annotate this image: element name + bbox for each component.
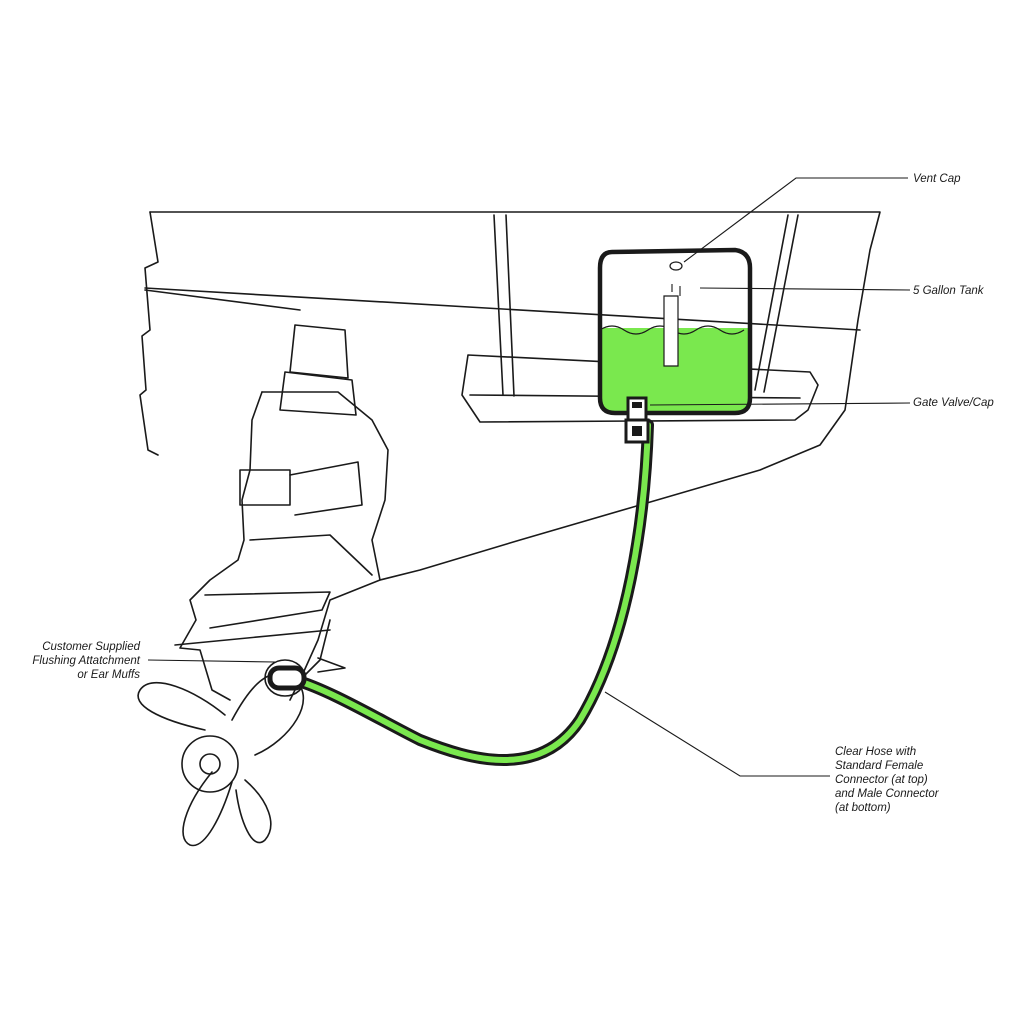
- label-hose-line-5: (at bottom): [835, 802, 891, 814]
- label-tank: 5 Gallon Tank: [913, 285, 984, 297]
- label-hose-line-3: Connector (at top): [835, 774, 928, 786]
- boat-hull: [139, 211, 881, 581]
- label-vent-cap: Vent Cap: [913, 173, 961, 185]
- label-hose-line-1: Clear Hose with: [835, 746, 917, 758]
- propeller: [137, 672, 305, 847]
- label-flushing-attachment: Customer Supplied Flushing Attatchment o…: [10, 640, 140, 682]
- flushing-attachment: [267, 665, 307, 691]
- label-hose-line-2: Standard Female: [835, 760, 924, 772]
- platform-posts: [493, 214, 799, 397]
- label-flushing-line-3: or Ear Muffs: [77, 669, 140, 681]
- stern-drive: [174, 324, 389, 701]
- vent-cap: [669, 261, 683, 271]
- five-gallon-tank: [597, 247, 753, 416]
- label-gate-valve: Gate Valve/Cap: [913, 397, 994, 409]
- leader-lines: [147, 177, 911, 777]
- label-clear-hose: Clear Hose with Standard Female Connecto…: [835, 745, 939, 815]
- gate-valve: [624, 396, 650, 444]
- label-flushing-line-1: Customer Supplied: [42, 641, 140, 653]
- label-hose-line-4: and Male Connector: [835, 788, 939, 800]
- clear-hose: [289, 419, 654, 766]
- label-flushing-line-2: Flushing Attatchment: [32, 655, 140, 667]
